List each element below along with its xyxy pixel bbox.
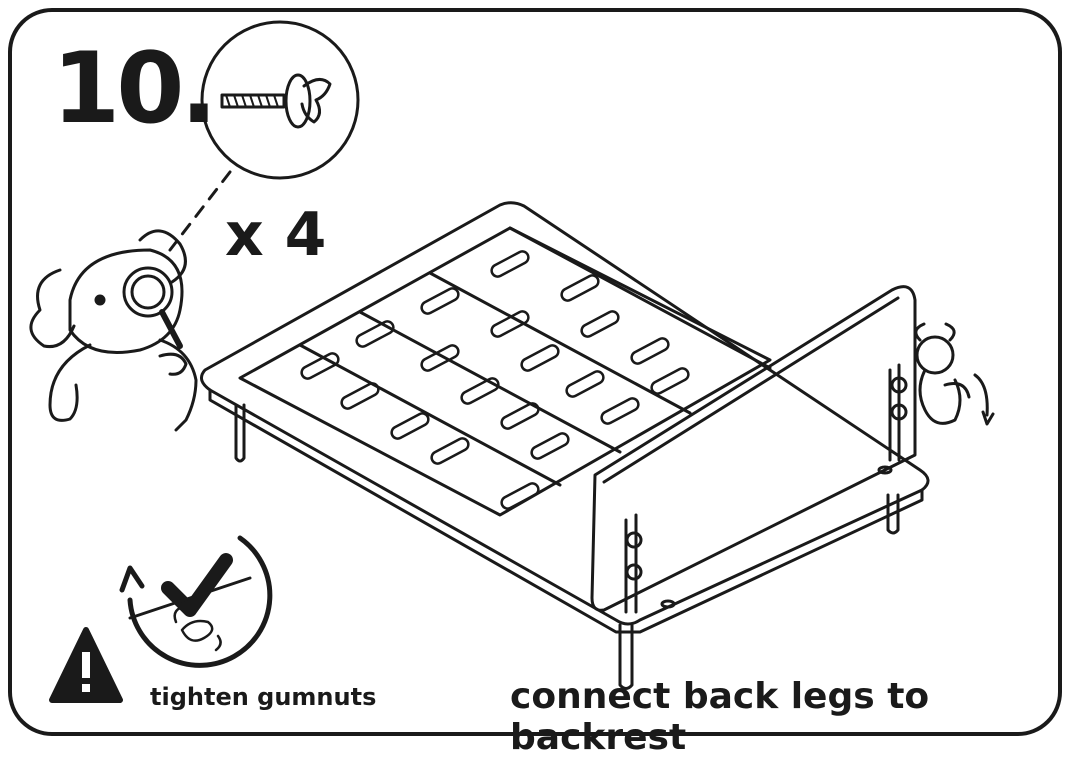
koala-helper-mascot — [916, 324, 993, 424]
backrest-panel — [592, 287, 915, 612]
bed-frame — [201, 203, 928, 689]
gumnut-bolt-icon — [202, 22, 358, 178]
warning-triangle-icon — [52, 630, 120, 700]
koala-magnifier-mascot — [31, 231, 196, 430]
tighten-gumnut-icon — [122, 538, 270, 665]
callout-dashed-line — [170, 172, 230, 250]
